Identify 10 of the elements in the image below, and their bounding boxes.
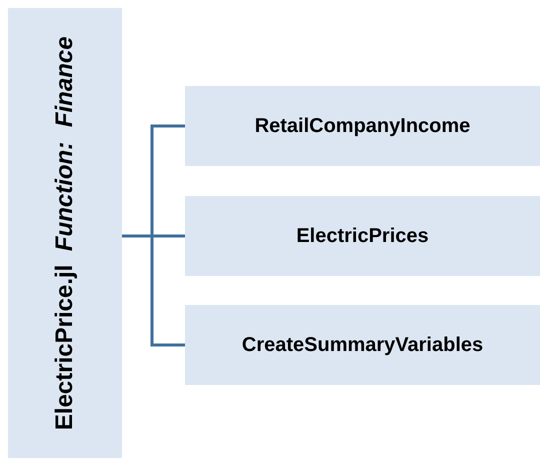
module-name: ElectricPrices (296, 224, 429, 248)
side-panel (8, 8, 122, 458)
bracket-connector (122, 234, 185, 346)
module-box (185, 196, 540, 276)
function-label: Function: Finance (51, 36, 79, 251)
module-box (185, 86, 540, 166)
module-name: CreateSummaryVariables (242, 334, 484, 356)
module-name: RetailCompanyIncome (254, 114, 470, 138)
module-title: ElectricPrice.jl (51, 264, 79, 430)
module-box (185, 305, 540, 385)
